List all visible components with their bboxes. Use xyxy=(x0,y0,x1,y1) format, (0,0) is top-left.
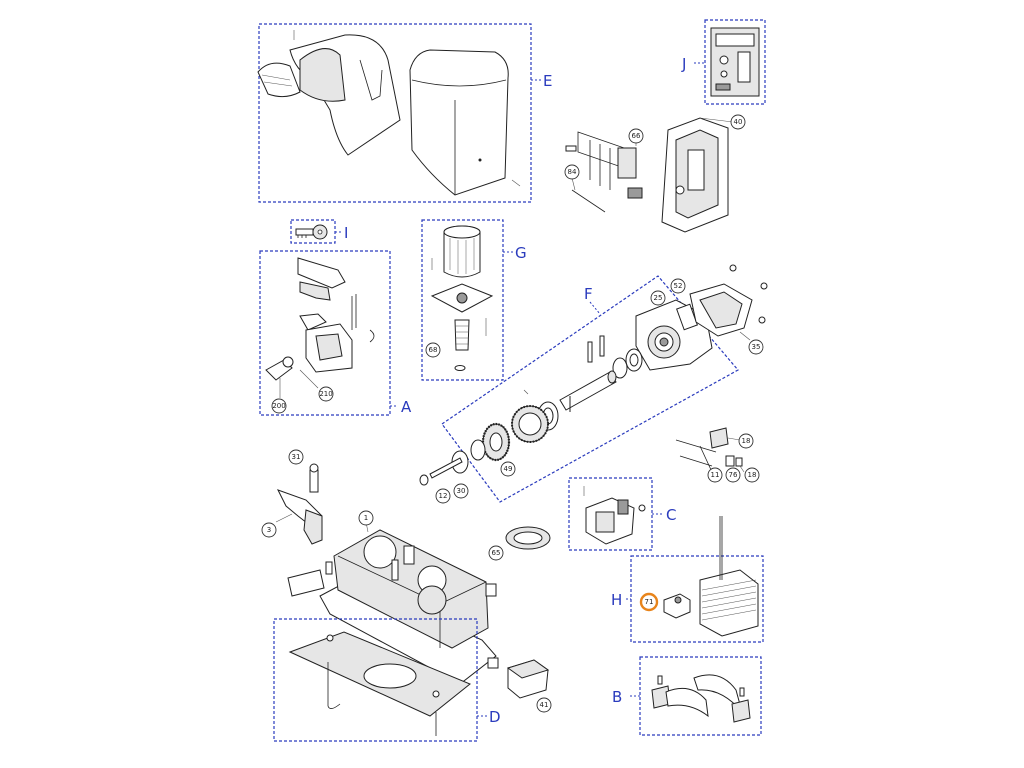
svg-text:71: 71 xyxy=(645,598,654,606)
group-E-box xyxy=(258,23,532,203)
callout-35[interactable]: 35 xyxy=(748,339,764,355)
group-A[interactable]: A xyxy=(259,250,412,416)
callout-76[interactable]: 76 xyxy=(725,467,741,483)
group-B-box xyxy=(639,656,762,736)
group-G-label: G xyxy=(515,244,527,262)
svg-text:25: 25 xyxy=(654,294,663,302)
callout-66[interactable]: 66 xyxy=(628,128,644,144)
svg-text:66: 66 xyxy=(632,132,641,140)
svg-text:3: 3 xyxy=(267,526,271,534)
bearing-parts xyxy=(587,335,643,379)
callout-11[interactable]: 11 xyxy=(707,467,723,483)
svg-text:11: 11 xyxy=(711,471,720,479)
svg-text:65: 65 xyxy=(492,549,501,557)
svg-text:41: 41 xyxy=(540,701,549,709)
svg-text:200: 200 xyxy=(272,402,285,410)
group-C[interactable]: C xyxy=(568,477,676,551)
group-D-label: D xyxy=(489,708,501,726)
group-F-box xyxy=(441,275,739,503)
group-B-label: B xyxy=(612,688,622,706)
svg-text:35: 35 xyxy=(752,343,761,351)
group-J-box xyxy=(704,19,766,105)
lock-cover-part xyxy=(287,561,333,597)
cable-gland-part xyxy=(506,659,550,699)
group-E-label: E xyxy=(543,72,552,90)
group-D[interactable]: D xyxy=(273,618,501,742)
svg-text:40: 40 xyxy=(734,118,743,126)
encoder-part xyxy=(583,486,646,545)
rear-cover-part xyxy=(409,49,521,196)
svg-text:68: 68 xyxy=(429,346,438,354)
callout-200[interactable]: 200 xyxy=(271,398,287,414)
group-E[interactable]: E xyxy=(257,23,552,203)
group-A-label: A xyxy=(401,398,412,416)
callout-12[interactable]: 12 xyxy=(435,488,451,504)
svg-text:52: 52 xyxy=(674,282,683,290)
callout-18-top[interactable]: 18 xyxy=(738,433,754,449)
gearbox-housing-part xyxy=(635,299,713,371)
gearbox-cover-part xyxy=(689,264,768,341)
svg-text:1: 1 xyxy=(364,514,368,522)
callout-49[interactable]: 49 xyxy=(500,461,516,477)
callout-84[interactable]: 84 xyxy=(564,164,580,180)
front-cover-part xyxy=(257,30,401,156)
svg-text:84: 84 xyxy=(568,168,577,176)
callout-3[interactable]: 3 xyxy=(261,522,277,538)
group-F[interactable]: F xyxy=(419,275,739,503)
svg-text:49: 49 xyxy=(504,465,513,473)
group-I-label: I xyxy=(344,224,348,242)
key-part xyxy=(295,224,328,240)
callout-40[interactable]: 40 xyxy=(730,114,746,130)
svg-text:31: 31 xyxy=(292,453,301,461)
transformer-part xyxy=(699,516,759,637)
svg-text:18: 18 xyxy=(742,437,751,445)
callout-65[interactable]: 65 xyxy=(488,545,504,561)
group-F-label: F xyxy=(584,285,593,303)
group-G[interactable]: G xyxy=(421,219,527,381)
group-H[interactable]: H xyxy=(611,516,764,643)
group-C-label: C xyxy=(666,506,676,524)
rectifier-part xyxy=(663,593,691,619)
callout-210[interactable]: 210 xyxy=(318,386,334,402)
svg-text:18: 18 xyxy=(748,471,757,479)
group-B[interactable]: B xyxy=(612,656,762,736)
group-I[interactable]: I xyxy=(290,219,348,244)
control-box-base-part xyxy=(661,117,734,233)
callout-25[interactable]: 25 xyxy=(650,290,666,306)
group-G-box xyxy=(421,219,504,381)
terminal-block-parts xyxy=(565,131,643,213)
group-C-box xyxy=(568,477,653,551)
control-board-part xyxy=(710,27,760,97)
callout-52[interactable]: 52 xyxy=(670,278,686,294)
group-J[interactable]: J xyxy=(681,19,766,105)
svg-text:210: 210 xyxy=(319,390,332,398)
svg-text:30: 30 xyxy=(457,487,466,495)
release-lever-part xyxy=(265,257,375,398)
callout-31[interactable]: 31 xyxy=(288,449,304,465)
motor-part xyxy=(430,225,494,371)
group-J-label: J xyxy=(681,55,686,73)
callout-30[interactable]: 30 xyxy=(453,483,469,499)
svg-text:12: 12 xyxy=(439,492,448,500)
cable-clamp-parts xyxy=(651,674,751,723)
callout-41[interactable]: 41 xyxy=(536,697,552,713)
callout-68[interactable]: 68 xyxy=(425,342,441,358)
release-handle-part xyxy=(275,463,323,545)
svg-text:76: 76 xyxy=(729,471,738,479)
callout-71[interactable]: 71 xyxy=(639,592,659,612)
group-H-label: H xyxy=(611,591,622,609)
foundation-plate-part xyxy=(288,631,471,736)
callout-18-bottom[interactable]: 18 xyxy=(744,467,760,483)
group-D-box xyxy=(273,618,478,742)
output-shaft-part xyxy=(537,370,617,431)
seal-ring-part xyxy=(505,526,551,550)
gear-parts xyxy=(419,389,549,486)
callout-1[interactable]: 1 xyxy=(358,510,374,526)
limit-switch-parts xyxy=(675,427,745,473)
group-A-box xyxy=(259,250,391,416)
